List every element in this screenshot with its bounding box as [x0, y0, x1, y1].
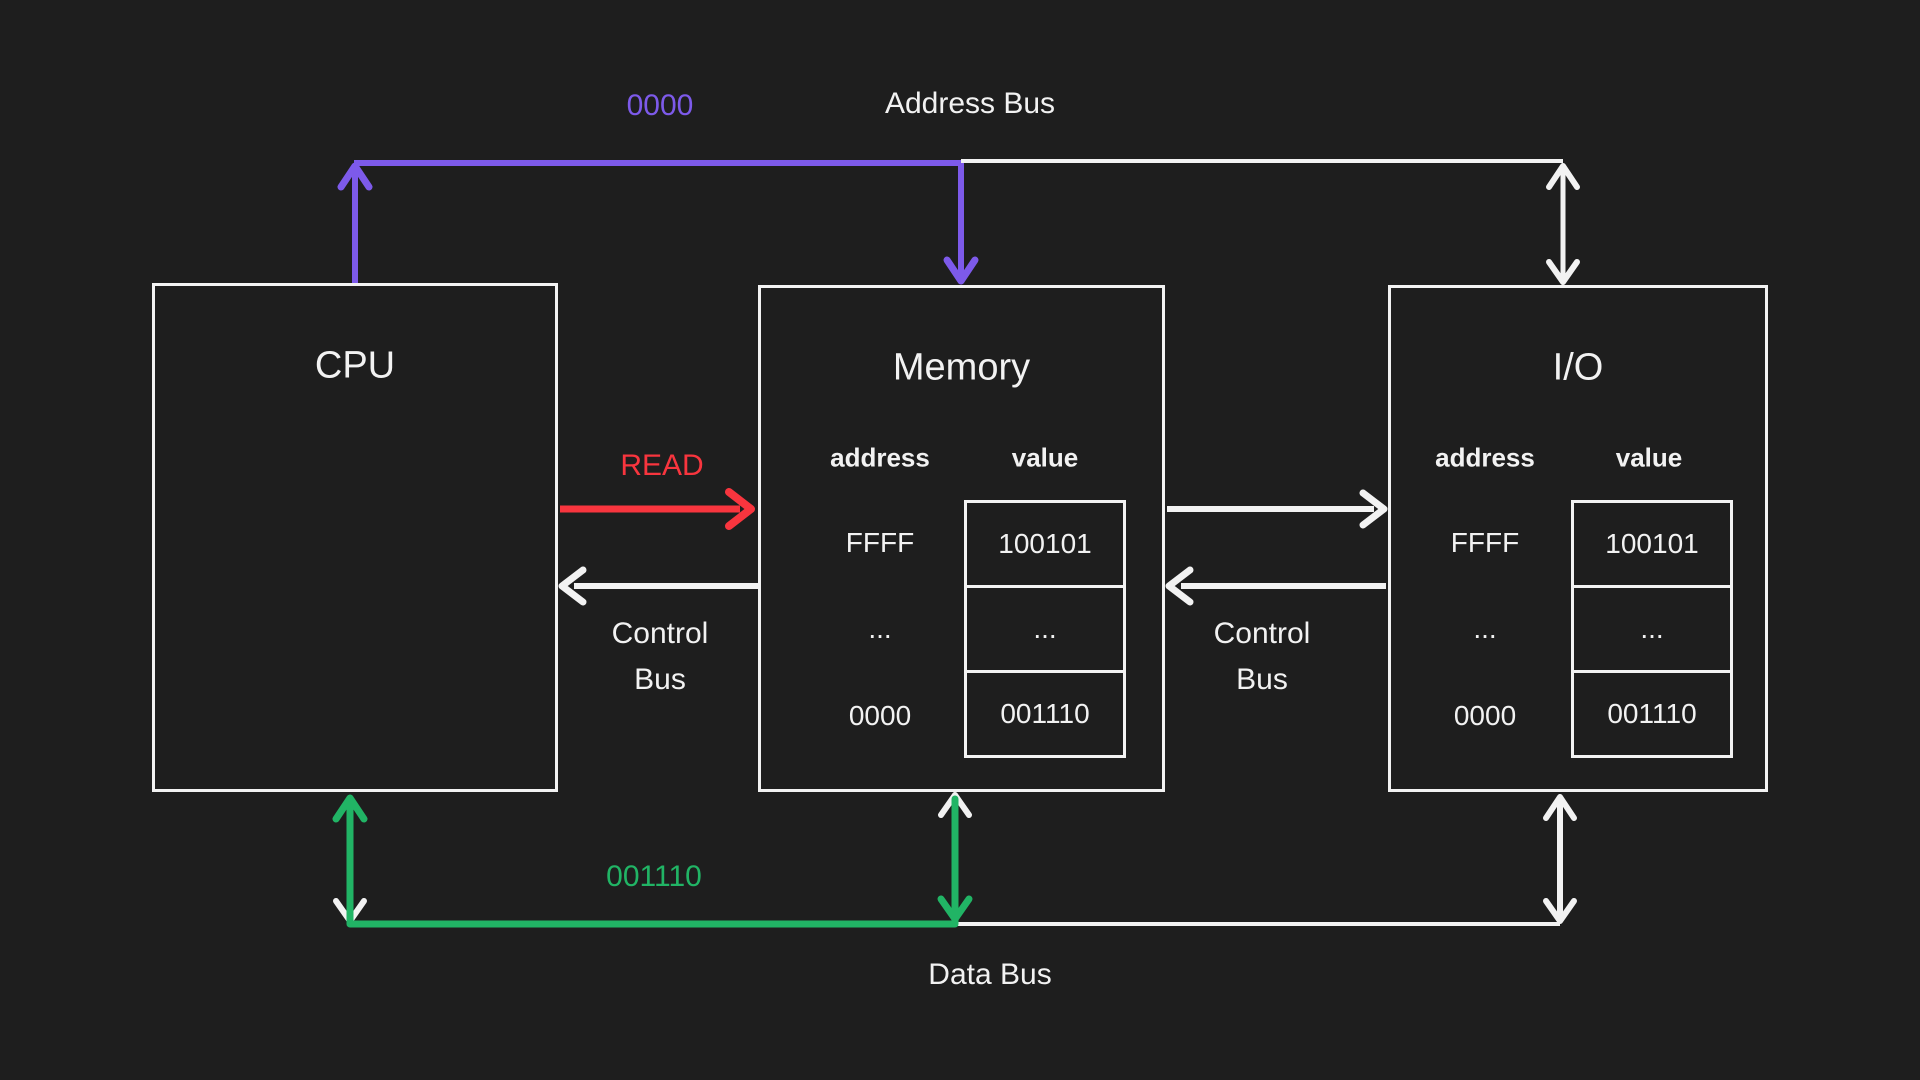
memory-address-2: 0000	[848, 700, 912, 731]
memory-address-1: ...	[868, 613, 892, 644]
io-value-cells: 100101 ... 001110	[1571, 500, 1733, 758]
cpu-title: CPU	[314, 344, 396, 387]
address-bus-label: Address Bus	[884, 87, 1056, 120]
memory-title: Memory	[892, 346, 1031, 389]
control-bus-label-right: Control Bus	[1214, 611, 1311, 703]
data-bus-value: 001110	[606, 860, 702, 893]
control-arrow-to-cpu	[558, 566, 758, 606]
control-bus-label-left-line2: Bus	[634, 663, 686, 696]
memory-box: Memory address value FFFF ... 0000 10010…	[758, 285, 1165, 792]
memory-address-0: FFFF	[845, 527, 915, 558]
control-arrow-to-io	[1167, 489, 1388, 529]
cpu-box: CPU	[152, 283, 558, 792]
io-title: I/O	[1552, 346, 1604, 389]
read-arrow	[560, 488, 755, 530]
data-bus-green-wire	[332, 794, 973, 928]
control-arrow-to-memory	[1165, 566, 1386, 606]
control-bus-label-left-line1: Control	[611, 617, 709, 650]
io-address-2: 0000	[1453, 700, 1517, 731]
control-bus-label-right-line1: Control	[1213, 617, 1311, 650]
memory-value-1: ...	[967, 585, 1123, 670]
address-bus-white-wire	[961, 159, 1580, 285]
data-bus-white-wire	[333, 792, 1577, 926]
io-address-1: ...	[1473, 613, 1497, 644]
address-bus-value: 0000	[626, 89, 694, 122]
address-bus-purple-wire	[337, 160, 979, 286]
io-value-0: 100101	[1605, 528, 1699, 559]
io-address-header: address	[1435, 442, 1535, 473]
memory-value-header: value	[1011, 442, 1079, 473]
read-label: READ	[620, 449, 704, 482]
memory-value-cells: 100101 ... 001110	[964, 500, 1126, 758]
io-value-1: ...	[1574, 585, 1730, 670]
memory-value-0: 100101	[998, 528, 1092, 559]
io-value-2: 001110	[1574, 670, 1730, 755]
io-address-0: FFFF	[1450, 527, 1520, 558]
control-bus-label-right-line2: Bus	[1236, 663, 1288, 696]
memory-value-2: 001110	[967, 670, 1123, 755]
control-bus-label-left: Control Bus	[612, 611, 709, 703]
data-bus-label: Data Bus	[928, 958, 1052, 991]
io-box: I/O address value FFFF ... 0000 100101 .…	[1388, 285, 1768, 792]
io-value-header: value	[1615, 442, 1683, 473]
memory-address-header: address	[830, 442, 930, 473]
